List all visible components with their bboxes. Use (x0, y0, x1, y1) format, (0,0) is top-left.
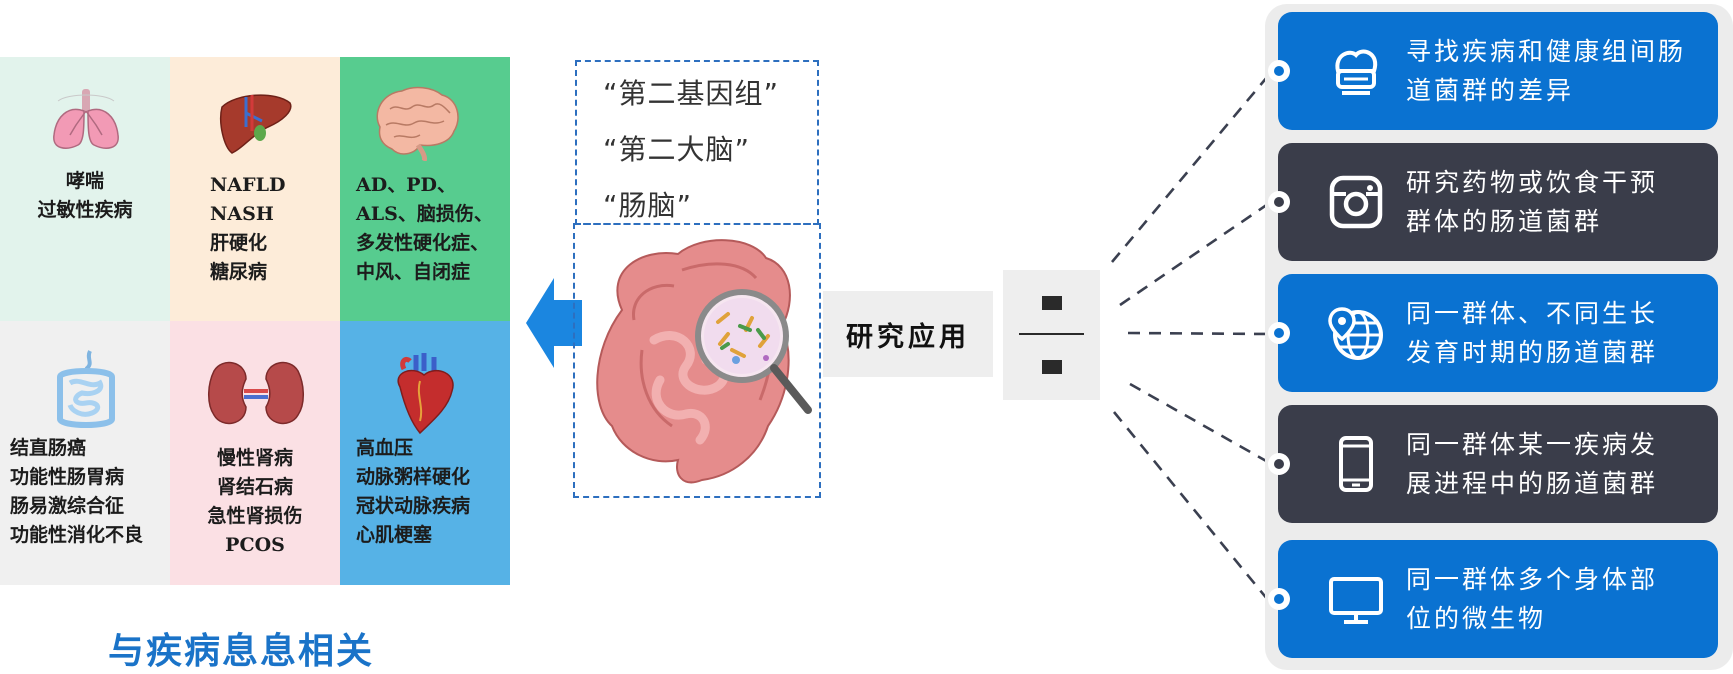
application-card-5: 同一群体多个身体部 位的微生物 (1278, 540, 1718, 658)
disease-cell-digestive: 结直肠癌 功能性肠胃病 肠易激综合征 功能性消化不良 (0, 321, 170, 585)
application-text-4: 同一群体某一疾病发 展进程中的肠道菌群 (1406, 425, 1658, 503)
disease-line: PCOS (225, 534, 285, 556)
left-arrow-icon (526, 278, 582, 368)
disease-line: AD、PD、 (356, 174, 456, 196)
connector-dot (1268, 322, 1290, 344)
camera-icon (1329, 175, 1383, 229)
gut-magnifier-icon (596, 239, 812, 484)
disease-text-digestive: 结直肠癌 功能性肠胃病 肠易激综合征 功能性消化不良 (10, 434, 170, 550)
monitor-icon (1329, 577, 1383, 624)
intestine-icon (57, 350, 115, 428)
divide-symbol-box (1003, 270, 1100, 400)
disease-line: 高血压 (356, 437, 414, 459)
disease-cell-kidney: 慢性肾病 肾结石病 急性肾损伤 PCOS (170, 321, 340, 585)
application-line: 道菌群的差异 (1406, 76, 1575, 105)
liver-icon (220, 94, 292, 154)
quote-second-brain: “第二大脑” (603, 133, 751, 166)
application-text-3: 同一群体、不同生长 发育时期的肠道菌群 (1406, 294, 1658, 372)
research-label-box: 研究应用 (823, 291, 993, 377)
disease-line: 肾结石病 (216, 476, 293, 498)
disease-line: 哮喘 (65, 170, 104, 192)
application-line: 同一群体、不同生长 (1406, 299, 1659, 328)
disease-line: 肠易激综合征 (10, 495, 125, 517)
disease-line: 过敏性疾病 (37, 199, 133, 221)
divide-icon (1019, 296, 1084, 374)
disease-text-liver: NAFLD NASH 肝硬化 糖尿病 (210, 171, 340, 287)
lungs-icon (53, 89, 119, 149)
application-line: 展进程中的肠道菌群 (1406, 469, 1659, 498)
connector-dot (1268, 453, 1290, 475)
brain-icon (376, 86, 459, 161)
connector-dot (1268, 191, 1290, 213)
disease-section-title: 与疾病息息相关 (108, 631, 375, 672)
application-text-2: 研究药物或饮食干预 群体的肠道菌群 (1406, 163, 1658, 241)
disease-line: 多发性硬化症、 (356, 232, 490, 254)
application-line: 同一群体某一疾病发 (1406, 430, 1659, 459)
disease-text-cardio: 高血压 动脉粥样硬化 冠状动脉疾病 心肌梗塞 (356, 434, 510, 550)
application-line: 寻找疾病和健康组间肠 (1406, 37, 1687, 66)
disease-line: 急性肾损伤 (207, 505, 303, 527)
phone-icon (1339, 436, 1373, 492)
disease-line: 慢性肾病 (216, 447, 293, 469)
application-card-3: 同一群体、不同生长 发育时期的肠道菌群 (1278, 274, 1718, 392)
disease-line: 心肌梗塞 (356, 524, 433, 546)
connector-dot (1268, 588, 1290, 610)
cloud-icon (1335, 49, 1378, 95)
application-line: 研究药物或饮食干预 (1406, 168, 1659, 197)
research-label: 研究应用 (846, 321, 970, 353)
gut-image-box (573, 223, 821, 498)
disease-cell-brain: AD、PD、 ALS、脑损伤、 多发性硬化症、 中风、自闭症 (340, 57, 510, 321)
disease-cell-cardio: 高血压 动脉粥样硬化 冠状动脉疾病 心肌梗塞 (340, 321, 510, 585)
disease-line: 功能性肠胃病 (10, 466, 125, 488)
disease-cell-liver: NAFLD NASH 肝硬化 糖尿病 (170, 57, 340, 321)
disease-line: 动脉粥样硬化 (356, 466, 471, 488)
globe-icon (1328, 307, 1383, 360)
disease-line: 功能性消化不良 (10, 524, 144, 546)
disease-text-kidney: 慢性肾病 肾结石病 急性肾损伤 PCOS (170, 444, 340, 560)
disease-line: NAFLD (210, 174, 286, 196)
disease-line: ALS、脑损伤、 (356, 203, 493, 225)
heart-icon (397, 353, 454, 435)
application-card-4: 同一群体某一疾病发 展进程中的肠道菌群 (1278, 405, 1718, 523)
kidneys-icon (208, 361, 304, 425)
application-text-1: 寻找疾病和健康组间肠 道菌群的差异 (1406, 32, 1686, 110)
application-card-1: 寻找疾病和健康组间肠 道菌群的差异 (1278, 12, 1718, 130)
application-line: 发育时期的肠道菌群 (1406, 338, 1659, 367)
disease-text-respiratory: 哮喘 过敏性疾病 (0, 167, 170, 225)
application-line: 位的微生物 (1406, 604, 1547, 633)
application-text-5: 同一群体多个身体部 位的微生物 (1406, 560, 1658, 638)
application-line: 同一群体多个身体部 (1406, 565, 1659, 594)
disease-line: NASH (210, 203, 274, 225)
disease-line: 肝硬化 (210, 232, 268, 254)
application-card-2: 研究药物或饮食干预 群体的肠道菌群 (1278, 143, 1718, 261)
application-line: 群体的肠道菌群 (1406, 207, 1603, 236)
disease-line: 结直肠癌 (10, 437, 87, 459)
quote-gut-brain: “肠脑” (603, 189, 693, 222)
disease-line: 中风、自闭症 (356, 261, 471, 283)
disease-text-brain: AD、PD、 ALS、脑损伤、 多发性硬化症、 中风、自闭症 (356, 171, 510, 287)
disease-cell-respiratory: 哮喘 过敏性疾病 (0, 57, 170, 321)
disease-line: 糖尿病 (210, 261, 268, 283)
connector-dot (1268, 60, 1290, 82)
disease-line: 冠状动脉疾病 (356, 495, 471, 517)
quote-second-genome: “第二基因组” (603, 77, 780, 110)
